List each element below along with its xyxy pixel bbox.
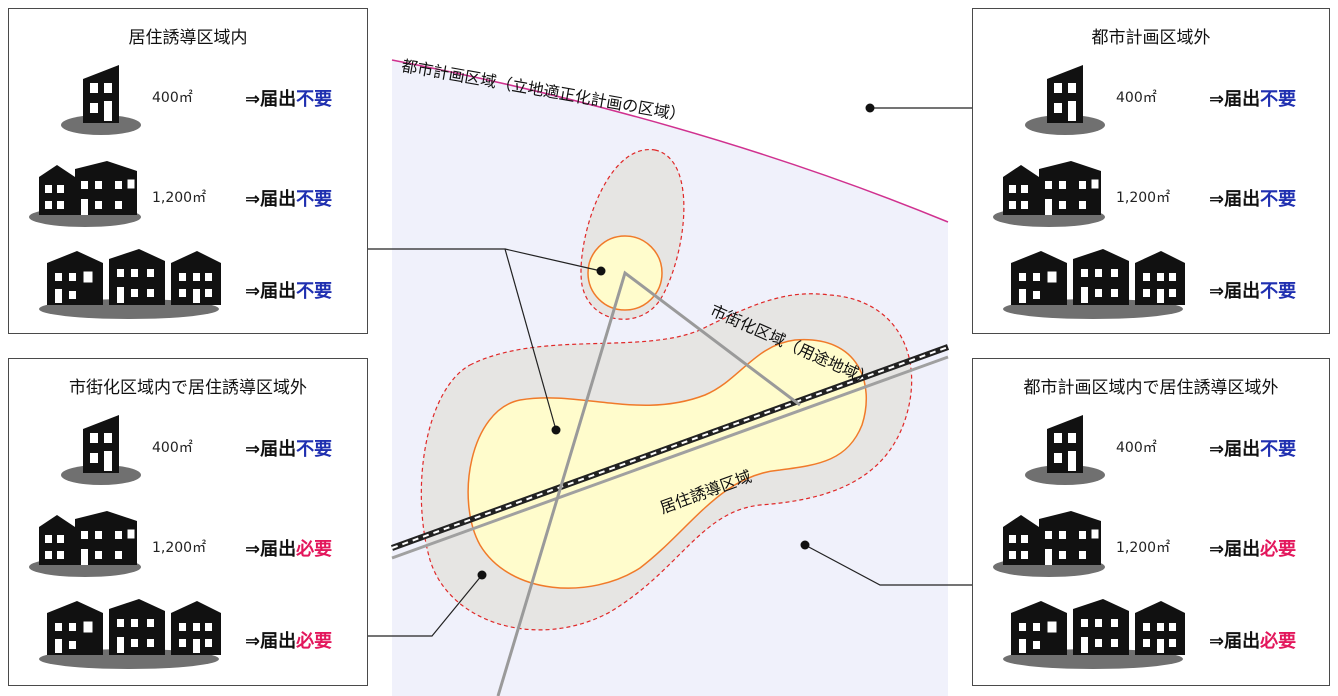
building-row: 400㎡ ⇒届出不要	[9, 409, 367, 489]
notification-status: 不要	[1260, 439, 1297, 460]
city-planning-boundary	[391, 59, 949, 223]
notification-prefix: ⇒届出	[1209, 89, 1261, 110]
notification-result: ⇒届出不要	[1209, 277, 1296, 303]
box-title: 都市計画区域内で居住誘導区域外	[1023, 378, 1279, 398]
building-row: ⇒届出不要	[9, 241, 367, 321]
leader-dot	[800, 540, 810, 550]
notification-prefix: ⇒届出	[245, 281, 297, 302]
floor-area: 1,200㎡	[152, 540, 207, 556]
notification-status: 不要	[1260, 89, 1297, 110]
small-house-icon	[1025, 65, 1105, 135]
box-title: 都市計画区域外	[1091, 28, 1211, 48]
floor-area: 400㎡	[1116, 90, 1157, 106]
floor-area: 400㎡	[152, 90, 193, 106]
road-line	[391, 355, 949, 560]
notification-result: ⇒届出不要	[245, 435, 332, 461]
notification-prefix: ⇒届出	[245, 539, 297, 560]
building-row: ⇒届出不要	[973, 241, 1329, 321]
notification-status: 不要	[296, 189, 333, 210]
building-row: 400㎡ ⇒届出不要	[9, 59, 367, 139]
notification-result: ⇒届出不要	[245, 85, 332, 111]
small-house-icon	[61, 415, 141, 485]
multiple-houses-icon	[39, 249, 221, 319]
notification-status: 必要	[296, 539, 333, 560]
leader-dot	[477, 570, 487, 580]
leader-dot	[596, 266, 606, 276]
building-row: 1,200㎡ ⇒届出必要	[973, 499, 1329, 579]
notification-prefix: ⇒届出	[245, 439, 297, 460]
notification-result: ⇒届出不要	[1209, 435, 1296, 461]
notification-prefix: ⇒届出	[245, 89, 297, 110]
leader-bottom-left	[368, 574, 483, 637]
multiple-houses-icon	[1003, 599, 1185, 669]
notification-result: ⇒届出必要	[245, 535, 332, 561]
building-row: 400㎡ ⇒届出不要	[973, 409, 1329, 489]
notification-status: 必要	[1260, 539, 1297, 560]
large-house-icon	[993, 511, 1105, 577]
notification-prefix: ⇒届出	[1209, 539, 1261, 560]
building-row: ⇒届出必要	[973, 591, 1329, 671]
building-row: 1,200㎡ ⇒届出必要	[9, 499, 367, 579]
notification-result: ⇒届出必要	[245, 627, 332, 653]
notification-prefix: ⇒届出	[245, 189, 297, 210]
floor-area: 400㎡	[152, 440, 193, 456]
notification-result: ⇒届出必要	[1209, 627, 1296, 653]
small-house-icon	[1025, 415, 1105, 485]
floor-area: 400㎡	[1116, 440, 1157, 456]
large-house-icon	[29, 511, 141, 577]
notification-prefix: ⇒届出	[1209, 631, 1261, 652]
building-row: 400㎡ ⇒届出不要	[973, 59, 1329, 139]
notification-status: 必要	[296, 631, 333, 652]
building-row: ⇒届出必要	[9, 591, 367, 671]
notification-result: ⇒届出不要	[245, 185, 332, 211]
leader-bottom-right	[804, 544, 972, 586]
leader-dot	[551, 425, 561, 435]
multiple-houses-icon	[1003, 249, 1185, 319]
notification-status: 不要	[296, 439, 333, 460]
floor-area: 1,200㎡	[1116, 540, 1171, 556]
leader-top-left-branch	[504, 248, 602, 272]
floor-area: 1,200㎡	[152, 190, 207, 206]
notification-result: ⇒届出不要	[245, 277, 332, 303]
notification-status: 不要	[296, 89, 333, 110]
notification-status: 不要	[296, 281, 333, 302]
notification-status: 不要	[1260, 281, 1297, 302]
notification-result: ⇒届出不要	[1209, 85, 1296, 111]
small-house-icon	[61, 65, 141, 135]
box-title: 居住誘導区域内	[128, 28, 248, 48]
multiple-houses-icon	[39, 599, 221, 669]
road-grey-1	[496, 270, 801, 696]
notification-prefix: ⇒届出	[245, 631, 297, 652]
notification-status: 不要	[1260, 189, 1297, 210]
large-house-icon	[29, 161, 141, 227]
notification-result: ⇒届出必要	[1209, 535, 1296, 561]
notification-prefix: ⇒届出	[1209, 439, 1261, 460]
large-house-icon	[993, 161, 1105, 227]
notification-prefix: ⇒届出	[1209, 189, 1261, 210]
railway-line-outer	[390, 344, 950, 551]
building-row: 1,200㎡ ⇒届出不要	[973, 149, 1329, 229]
floor-area: 1,200㎡	[1116, 190, 1171, 206]
leader-dot	[865, 103, 875, 113]
box-title: 市街化区域内で居住誘導区域外	[69, 378, 307, 398]
building-row: 1,200㎡ ⇒届出不要	[9, 149, 367, 229]
notification-prefix: ⇒届出	[1209, 281, 1261, 302]
main-residential-zone	[467, 339, 868, 589]
notification-result: ⇒届出不要	[1209, 185, 1296, 211]
notification-status: 必要	[1260, 631, 1297, 652]
